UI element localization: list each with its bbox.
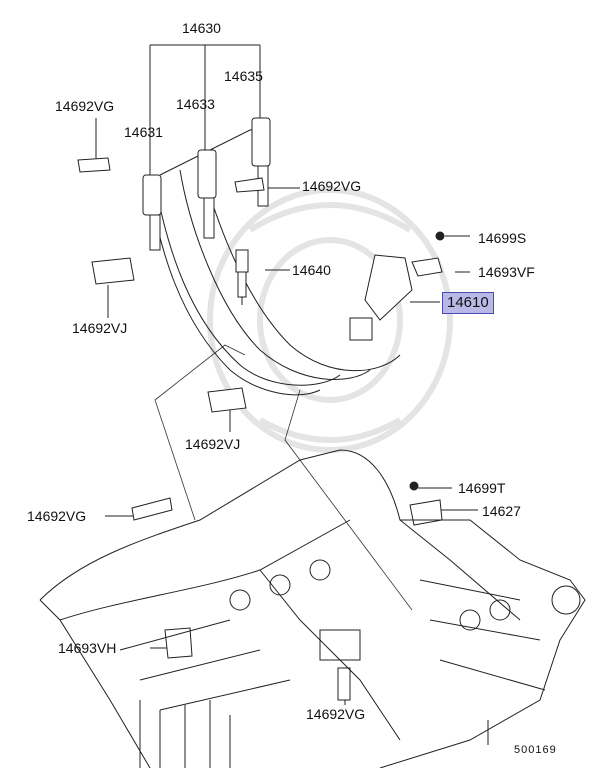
- diagram-code: 500169: [514, 744, 557, 756]
- part-label-14692vj-left[interactable]: 14692VJ: [72, 320, 128, 336]
- part-label-14630[interactable]: 14630: [182, 20, 221, 36]
- part-label-14627[interactable]: 14627: [482, 503, 521, 519]
- ignition-coil: [349, 231, 445, 341]
- part-label-14692vj-center[interactable]: 14692VJ: [185, 436, 241, 452]
- part-label-14699t[interactable]: 14699T: [458, 480, 506, 496]
- part-label-14633[interactable]: 14633: [176, 96, 215, 112]
- ignition-cables: [149, 127, 401, 396]
- part-label-14631[interactable]: 14631: [124, 124, 163, 140]
- part-label-14610-highlighted[interactable]: 14610: [442, 292, 494, 314]
- part-label-14699s[interactable]: 14699S: [478, 230, 527, 246]
- part-label-14640[interactable]: 14640: [292, 262, 331, 278]
- part-label-14692vg-left[interactable]: 14692VG: [27, 508, 87, 524]
- leader-lines: [95, 44, 489, 745]
- part-label-14693vf[interactable]: 14693VF: [478, 264, 535, 280]
- clip-parts: [77, 157, 351, 701]
- part-label-14693vh[interactable]: 14693VH: [58, 640, 117, 656]
- engine-block: [39, 449, 586, 768]
- part-label-14692vg-mid[interactable]: 14692VG: [302, 178, 362, 194]
- part-label-14635[interactable]: 14635: [224, 68, 263, 84]
- part-label-14692vg-bottom[interactable]: 14692VG: [306, 706, 366, 722]
- watermark-emblem: [207, 187, 453, 453]
- part-label-14692vg-top[interactable]: 14692VG: [55, 98, 115, 114]
- spark-plug: [235, 249, 249, 305]
